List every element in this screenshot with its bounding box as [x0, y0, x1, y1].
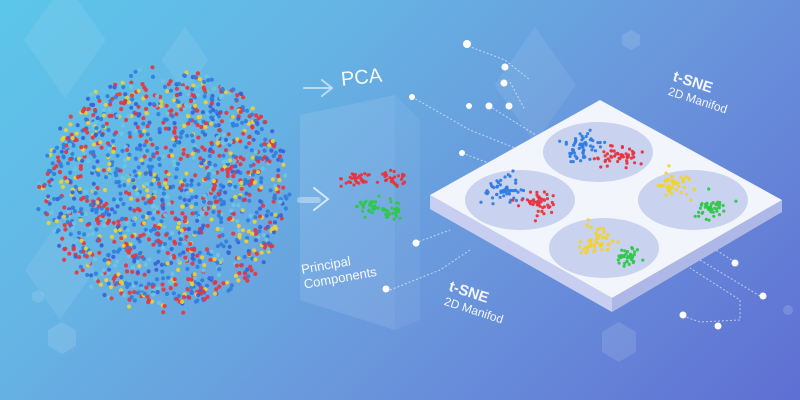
- cluster-region-right: [638, 170, 748, 230]
- cluster-region-bottom: [549, 218, 659, 278]
- arrow-right-icon: [297, 187, 330, 211]
- node-dots: [382, 40, 767, 330]
- hexagon-icon: [32, 30, 640, 362]
- pca-cluster-points: [339, 168, 407, 221]
- cluster-region-left: [465, 170, 575, 230]
- cluster-region-top: [543, 122, 653, 182]
- tsne-manifold-plane: [430, 100, 782, 312]
- tsne-cluster-points: [479, 128, 738, 268]
- arrow-right-icon: [303, 79, 334, 97]
- raw-data-point-cloud: [36, 65, 292, 315]
- pca-projection-plane: [300, 95, 395, 330]
- pca-label: PCA: [340, 64, 384, 91]
